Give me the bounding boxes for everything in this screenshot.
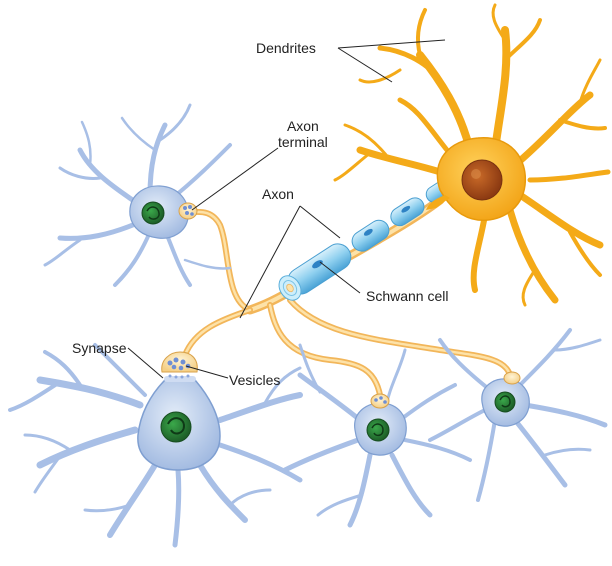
leader-synapse xyxy=(127,347,164,379)
pyramidal-neuron xyxy=(8,343,303,548)
label-axon-terminal: Axon terminal xyxy=(278,118,328,150)
leader-axon-terminal xyxy=(191,147,279,211)
label-synapse: Synapse xyxy=(72,340,127,356)
label-schwann-cell: Schwann cell xyxy=(366,288,449,304)
label-axon: Axon xyxy=(262,186,294,202)
label-axon-terminal-line1: Axon xyxy=(286,118,319,134)
right-bottom-neuron xyxy=(428,328,608,502)
label-dendrites: Dendrites xyxy=(256,40,316,56)
label-vesicles: Vesicles xyxy=(229,372,281,388)
middle-bottom-neuron xyxy=(282,343,472,528)
leader-vesicles xyxy=(185,365,229,379)
leader-axon-2 xyxy=(239,205,301,319)
leader-axon-1 xyxy=(299,205,341,239)
leader-dendrites-2 xyxy=(337,47,393,83)
leader-dendrites-1 xyxy=(337,39,446,49)
leader-schwann-cell xyxy=(319,261,361,294)
motor-neuron xyxy=(333,3,611,307)
label-axon-terminal-line2: terminal xyxy=(278,134,328,150)
leader-lines xyxy=(127,39,446,379)
myelin-sheath xyxy=(278,178,455,301)
upper-left-neuron xyxy=(43,103,232,287)
